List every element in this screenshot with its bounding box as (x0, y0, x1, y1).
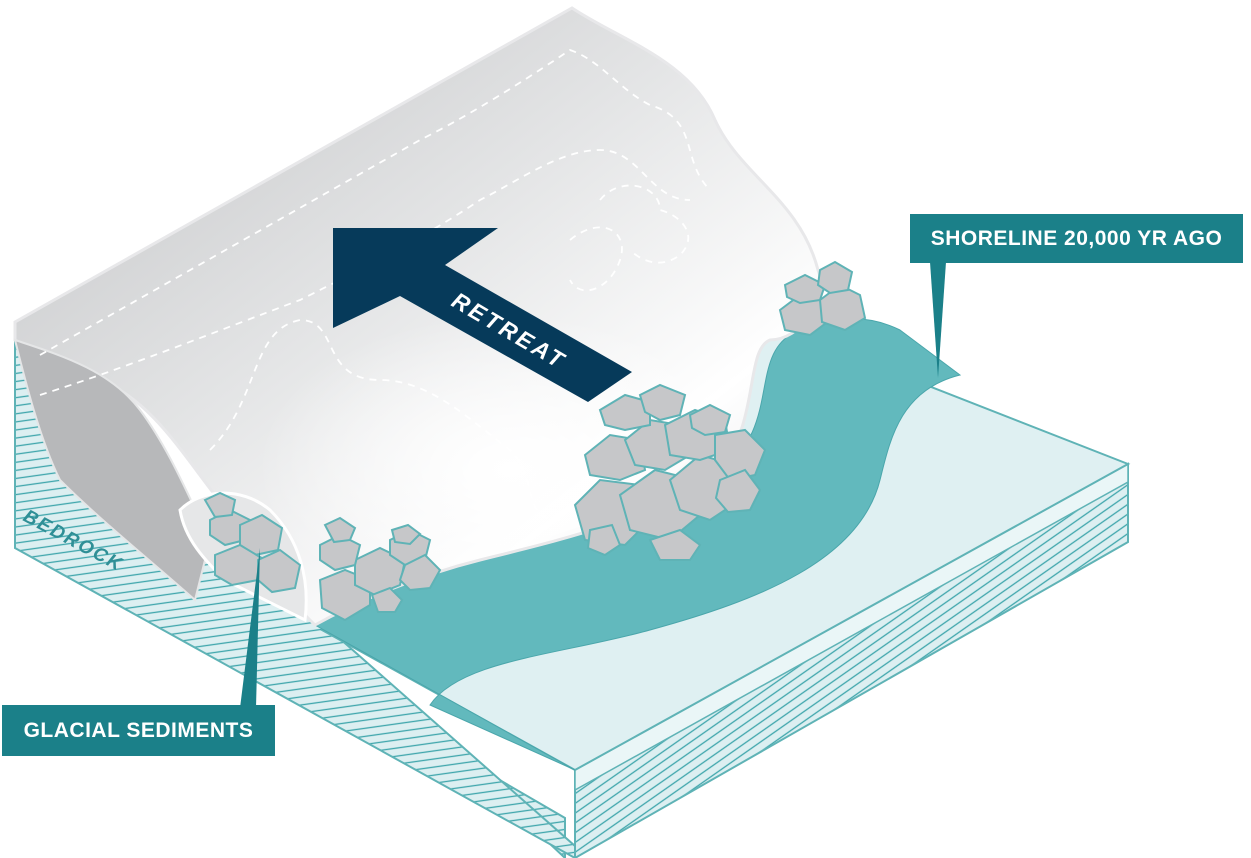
shoreline-callout: SHORELINE 20,000 YR AGO (910, 214, 1243, 263)
glacial-sediments-callout: GLACIAL SEDIMENTS (2, 705, 275, 756)
